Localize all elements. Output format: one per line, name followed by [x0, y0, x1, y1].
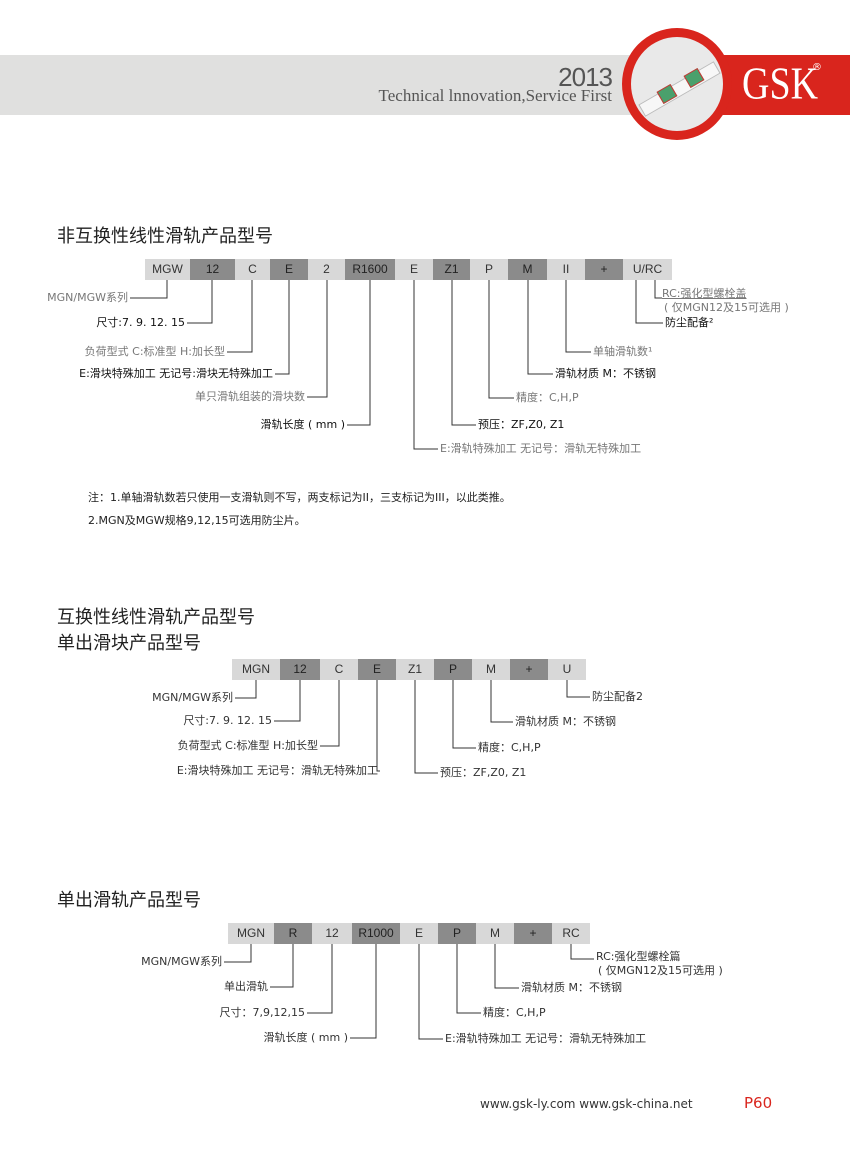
label-series: MGN/MGW系列: [152, 691, 233, 704]
label-block-processing: E:滑块特殊加工 无记号：滑轨无特殊加工: [176, 764, 378, 777]
section2-title: 互换性线性滑轨产品型号: [57, 607, 255, 628]
code-box: E: [395, 259, 433, 280]
note-2: 2.MGN及MGW规格9,12,15可选用防尘片。: [88, 514, 306, 527]
label-rail-processing: E:滑轨特殊加工 无记号：滑轨无特殊加工: [440, 442, 642, 455]
code-box: MGN: [232, 659, 280, 680]
label-rc: RC:强化型螺栓篇: [596, 950, 681, 963]
code-box: Z1: [433, 259, 470, 280]
code-box: MGN: [228, 923, 274, 944]
header-year: 2013: [558, 62, 613, 92]
label-size: 尺寸:7. 9. 12. 15: [96, 316, 185, 329]
code-box: M: [476, 923, 514, 944]
label-rail-length: 滑轨长度 ( mm ): [263, 1031, 348, 1044]
label-dust-protection: 防尘配备2: [592, 690, 643, 703]
section1-title: 非互换性线性滑轨产品型号: [57, 226, 273, 247]
code-box: R: [274, 923, 312, 944]
label-single-rail: 单出滑轨: [224, 980, 268, 993]
label-preload: 预压：ZF,Z0, Z1: [440, 766, 527, 779]
label-rail-length: 滑轨长度 ( mm ): [260, 418, 345, 431]
label-rail-count: 单轴滑轨数¹: [593, 345, 653, 358]
label-rc-note: ( 仅MGN12及15可选用 ): [664, 301, 789, 314]
note-1: 注：1.单轴滑轨数若只使用一支滑轨则不写，两支标记为II，三支标记为III，以此…: [88, 491, 511, 504]
label-size: 尺寸：7,9,12,15: [219, 1006, 305, 1019]
section3-title: 单出滑轨产品型号: [57, 890, 201, 911]
code-box: +: [585, 259, 623, 280]
label-material: 滑轨材质 M：不锈钢: [521, 981, 622, 994]
label-dust-protection: 防尘配备²: [665, 316, 714, 329]
label-series: MGN/MGW系列: [141, 955, 222, 968]
label-rc: RC:强化型螺栓盖: [662, 287, 747, 300]
section2-subtitle: 单出滑块产品型号: [57, 633, 201, 654]
label-precision: 精度：C,H,P: [516, 391, 579, 404]
code-box: +: [510, 659, 548, 680]
registered-mark: ®: [812, 62, 822, 73]
label-material: 滑轨材质 M：不锈钢: [515, 715, 616, 728]
gsk-logo: GSK: [742, 58, 819, 110]
footer-urls: www.gsk-ly.com www.gsk-china.net: [480, 1097, 693, 1111]
product-image-ring: [622, 28, 732, 140]
code-box: II: [547, 259, 585, 280]
code-box: 12: [312, 923, 352, 944]
label-size: 尺寸:7. 9. 12. 15: [183, 714, 272, 727]
label-precision: 精度：C,H,P: [483, 1006, 546, 1019]
code-box: MGW: [145, 259, 190, 280]
code-box: E: [270, 259, 308, 280]
code-box: +: [514, 923, 552, 944]
code-box: E: [358, 659, 396, 680]
code-box: P: [438, 923, 476, 944]
label-load: 负荷型式 C:标准型 H:加长型: [177, 739, 318, 752]
code-box: R1000: [352, 923, 400, 944]
label-material: 滑轨材质 M：不锈钢: [555, 367, 656, 380]
label-rc-note: ( 仅MGN12及15可选用 ): [598, 964, 723, 977]
code-box: RC: [552, 923, 590, 944]
label-series: MGN/MGW系列: [47, 291, 128, 304]
code-box: 12: [280, 659, 320, 680]
label-block-processing: E:滑块特殊加工 无记号:滑块无特殊加工: [79, 367, 273, 380]
code-box: 12: [190, 259, 235, 280]
label-load: 负荷型式 C:标准型 H:加长型: [84, 345, 225, 358]
label-preload: 预压：ZF,Z0, Z1: [478, 418, 565, 431]
code-box: M: [472, 659, 510, 680]
code-box: M: [508, 259, 547, 280]
code-box: E: [400, 923, 438, 944]
code-box: Z1: [396, 659, 434, 680]
code-box: C: [235, 259, 270, 280]
code-box: U/RC: [623, 259, 672, 280]
code-box: U: [548, 659, 586, 680]
code-box: 2: [308, 259, 345, 280]
code-box: C: [320, 659, 358, 680]
label-precision: 精度：C,H,P: [478, 741, 541, 754]
page-number: P60: [744, 1094, 773, 1112]
code-box: P: [470, 259, 508, 280]
label-blocks-per-rail: 单只滑轨组装的滑块数: [195, 390, 305, 403]
code-box: P: [434, 659, 472, 680]
code-box: R1600: [345, 259, 395, 280]
header-slogan: Technical lnnovation,Service First: [378, 86, 612, 105]
label-rail-processing: E:滑轨特殊加工 无记号：滑轨无特殊加工: [445, 1032, 647, 1045]
